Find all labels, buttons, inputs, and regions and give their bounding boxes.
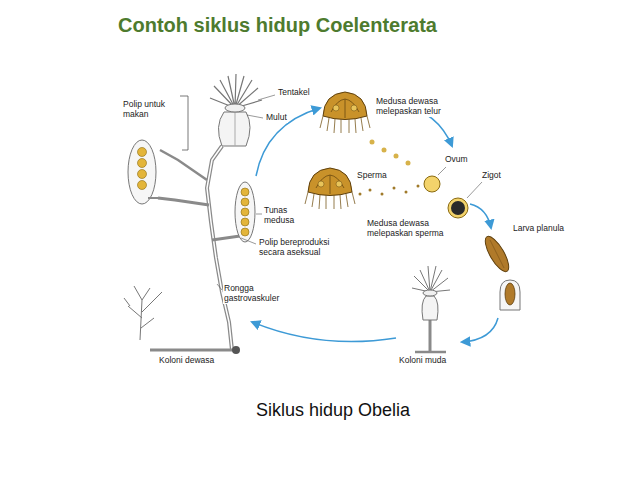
adult-colony [218,112,250,146]
part-label: Rongga gastrovaskuler [223,284,297,304]
cycle-arrow [470,204,491,228]
leader-line [217,284,222,290]
leader-line [256,214,262,215]
adult-colony [241,218,249,226]
gamete-dots [394,154,399,159]
leader-line [467,182,482,198]
planula-larva [490,240,504,268]
adult-colony [138,148,147,157]
leader-line [241,238,256,244]
part-label: Polip untuk makan [122,100,180,120]
adult-colony [128,140,156,204]
adult-colony [124,286,162,340]
cycle-arrow [462,318,498,342]
gamete-dots [417,185,420,188]
young-colony [412,266,450,352]
gamete-dots [370,140,375,145]
gamete-dots [393,187,396,190]
young-colony [412,266,450,292]
planula-larva [481,233,513,275]
gamete-dots [381,193,384,196]
adult-colony [158,198,209,205]
part-label: Mulut [265,113,288,123]
bracket-line [180,96,188,150]
leader-line [258,95,275,100]
adult-colony [241,188,249,196]
medusa-figure [320,92,370,133]
medusa-figure [305,168,355,209]
bracket-line [180,96,188,150]
adult-colony [138,181,147,190]
leader-line [438,167,446,175]
part-label: Koloni dewasa [158,356,215,366]
planula-larva [481,233,520,310]
adult-colony [138,159,147,168]
young-colony [415,351,446,354]
adult-colony [160,150,207,180]
gamete-dots [382,148,387,153]
young-colony [423,290,437,296]
ovum-zygote [424,176,440,192]
gamete-dots [405,191,408,194]
adult-colony [241,198,249,206]
adult-colony [235,112,236,146]
gamete-dots [369,189,372,192]
part-label: Tentakel [277,88,311,98]
ovum-zygote [448,198,468,218]
part-label: Zigot [481,171,502,181]
adult-colony [148,197,158,199]
part-label: Tunas medusa [263,206,307,226]
cycle-arrow [256,108,320,176]
planula-larva [500,280,520,310]
part-label: Sperma [356,171,388,181]
adult-colony [235,182,255,242]
adult-colony [212,236,240,240]
adult-colony [210,74,262,108]
gamete-dots [406,161,411,166]
gamete-dots [359,140,420,196]
part-label: Polip bereproduksi secara aseksual [258,238,352,258]
caption: Siklus hidup Obelia [256,400,410,421]
gamete-dots [359,193,362,196]
leader-line [217,95,482,290]
adult-colony [241,228,249,236]
adult-colony [241,208,249,216]
adult-colony [207,146,232,350]
adult-colony [232,346,240,354]
cycle-arrow [252,322,396,342]
young-colony [422,296,438,320]
part-label: Medusa dewasa melepaskan sperma [366,219,463,239]
ovum-zygote [424,176,468,218]
part-label: Larva planula [512,224,565,234]
part-label: Koloni muda [398,356,447,366]
adult-colony [225,104,245,112]
title: Contoh siklus hidup Coelenterata [118,14,437,37]
adult-colony [207,146,232,350]
adult-colony [138,170,147,179]
part-label: Medusa dewasa melepaskan telur [375,97,462,117]
planula-larva [505,283,515,305]
part-label: Ovum [444,155,469,165]
adult-colony [150,349,234,352]
cycle-arrow [252,104,498,342]
ovum-zygote [451,201,465,215]
leader-line [247,115,263,118]
